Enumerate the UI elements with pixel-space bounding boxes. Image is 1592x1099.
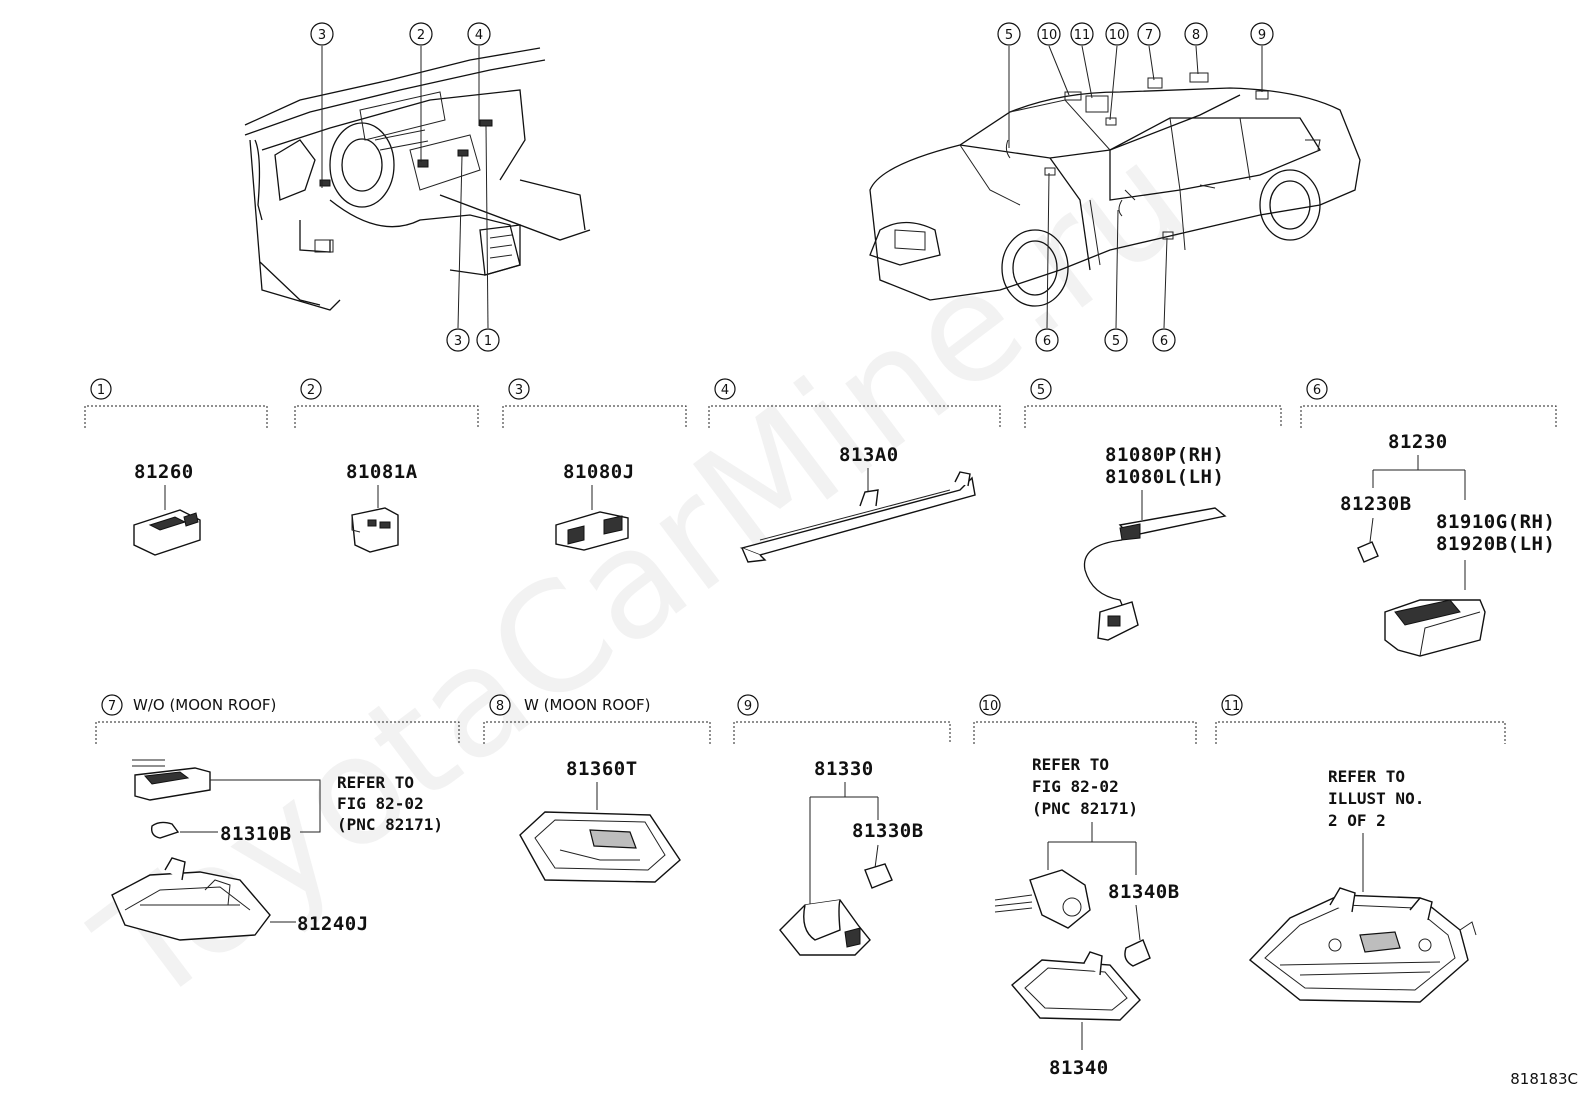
svg-text:1: 1	[484, 334, 492, 349]
svg-text:3: 3	[515, 383, 523, 398]
vehicle-leaders	[1008, 45, 1263, 329]
svg-text:4: 4	[721, 383, 729, 398]
overview-callout-6b: 6	[1152, 328, 1176, 352]
svg-text:10: 10	[1109, 28, 1126, 43]
svg-text:5: 5	[1112, 334, 1120, 349]
svg-text:8: 8	[1192, 28, 1200, 43]
overview-callout-10b: 10	[1105, 22, 1129, 46]
part-81340[interactable]: 81340	[1049, 1057, 1109, 1079]
part-81080P-rh[interactable]: 81080P(RH)	[1105, 444, 1224, 466]
overview-callout-3b: 3	[446, 328, 470, 352]
section-8: 8 W (MOON ROOF) 81360T	[483, 694, 711, 883]
svg-text:9: 9	[744, 699, 752, 714]
overview-callout-4: 4	[467, 22, 491, 46]
section-5: 5 81080P(RH) 81080L(LH)	[1024, 378, 1282, 641]
overview-callout-6a: 6	[1035, 328, 1059, 352]
section-10: 10 REFER TO FIG 82-02 (PNC 82171) 81340B…	[973, 694, 1197, 1079]
section-10-note-line1: REFER TO	[1032, 755, 1109, 774]
section-7: 7 W/O (MOON ROOF) 81310B REFER TO FIG 82…	[95, 694, 460, 941]
svg-text:5: 5	[1037, 383, 1045, 398]
svg-text:7: 7	[108, 699, 116, 714]
section-7-note-line3: (PNC 82171)	[337, 815, 443, 834]
overview-callout-7: 7	[1137, 22, 1161, 46]
part-81240J[interactable]: 81240J	[297, 913, 369, 935]
vehicle-illustration	[869, 72, 1361, 307]
overview-callout-3a: 3	[310, 22, 334, 46]
diagram-code: 818183C	[1510, 1070, 1578, 1088]
overview-callout-8: 8	[1184, 22, 1208, 46]
section-10-note-line2: FIG 82-02	[1032, 777, 1119, 796]
dashboard-illustration	[244, 47, 591, 311]
svg-text:3: 3	[454, 334, 462, 349]
part-813A0[interactable]: 813A0	[839, 444, 899, 466]
section-11: 11 REFER TO ILLUST NO. 2 OF 2	[1215, 694, 1506, 1003]
part-81910G-rh[interactable]: 81910G(RH)	[1436, 511, 1555, 533]
overview-callout-5b: 5	[1104, 328, 1128, 352]
svg-text:2: 2	[307, 383, 315, 398]
svg-text:6: 6	[1160, 334, 1168, 349]
section-11-note-line2: ILLUST NO.	[1328, 789, 1424, 808]
svg-text:11: 11	[1224, 699, 1241, 714]
dashboard-leaders	[321, 46, 489, 329]
part-81260[interactable]: 81260	[134, 461, 194, 483]
section-9: 9 81330 81330B	[733, 694, 951, 956]
part-81080J[interactable]: 81080J	[563, 461, 635, 483]
svg-text:10: 10	[982, 699, 999, 714]
svg-text:4: 4	[475, 28, 483, 43]
section-8-header: W (MOON ROOF)	[524, 696, 651, 714]
overview-callout-9: 9	[1250, 22, 1274, 46]
section-4: 4 813A0	[708, 378, 1001, 563]
svg-text:6: 6	[1043, 334, 1051, 349]
svg-text:10: 10	[1041, 28, 1058, 43]
part-81360T[interactable]: 81360T	[566, 758, 638, 780]
overview-callout-11: 11	[1070, 22, 1094, 46]
part-81330[interactable]: 81330	[814, 758, 874, 780]
svg-text:9: 9	[1258, 28, 1266, 43]
overview-callout-5a: 5	[997, 22, 1021, 46]
svg-text:1: 1	[97, 383, 105, 398]
section-10-note-line3: (PNC 82171)	[1032, 799, 1138, 818]
part-81920B-lh[interactable]: 81920B(LH)	[1436, 533, 1555, 555]
svg-text:11: 11	[1074, 28, 1091, 43]
section-11-note-line1: REFER TO	[1328, 767, 1405, 786]
svg-text:2: 2	[417, 28, 425, 43]
section-11-note-line3: 2 OF 2	[1328, 811, 1386, 830]
svg-text:3: 3	[318, 28, 326, 43]
svg-text:8: 8	[496, 699, 504, 714]
section-7-header: W/O (MOON ROOF)	[133, 696, 276, 714]
part-81230B[interactable]: 81230B	[1340, 493, 1412, 515]
part-81080L-lh[interactable]: 81080L(LH)	[1105, 466, 1224, 488]
section-2: 2 81081A	[294, 378, 479, 553]
svg-text:6: 6	[1313, 383, 1321, 398]
overview-callout-10a: 10	[1037, 22, 1061, 46]
section-3: 3 81080J	[502, 378, 687, 551]
part-81330B[interactable]: 81330B	[852, 820, 924, 842]
part-81081A[interactable]: 81081A	[346, 461, 418, 483]
part-81310B[interactable]: 81310B	[220, 823, 292, 845]
overview-callout-2: 2	[409, 22, 433, 46]
part-81230[interactable]: 81230	[1388, 431, 1448, 453]
section-7-note-line1: REFER TO	[337, 773, 414, 792]
section-1: 1 81260	[84, 378, 268, 556]
section-7-note-line2: FIG 82-02	[337, 794, 424, 813]
svg-text:7: 7	[1145, 28, 1153, 43]
section-6: 6 81230 81230B 81910G(RH) 81920B(LH)	[1300, 378, 1557, 657]
svg-text:5: 5	[1005, 28, 1013, 43]
part-81340B[interactable]: 81340B	[1108, 881, 1180, 903]
overview-callout-1: 1	[476, 328, 500, 352]
